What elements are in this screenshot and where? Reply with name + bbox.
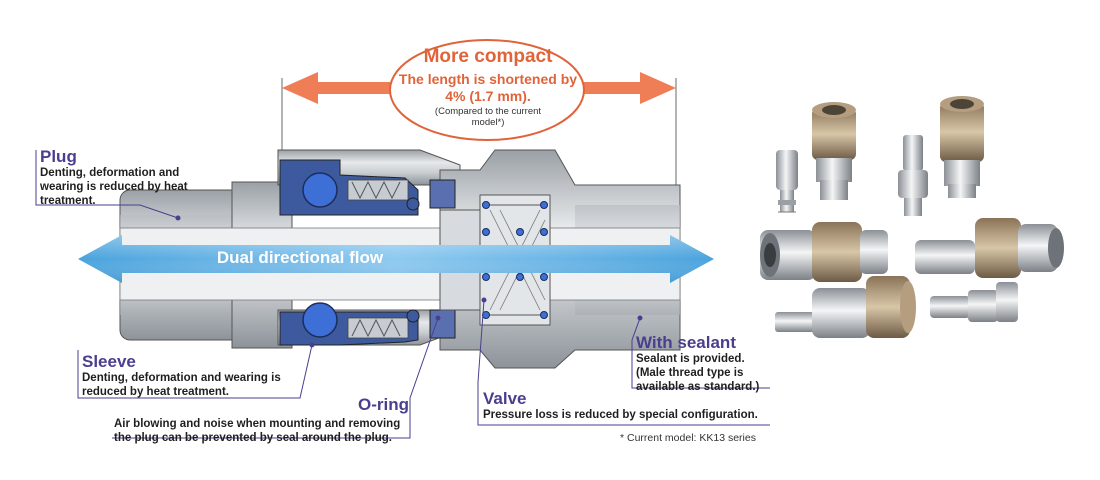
compact-note: (Compared to the current model*) [434, 106, 542, 128]
oring-description: Air blowing and noise when mounting and … [114, 418, 401, 444]
plug-callout: Plug Denting, deformation and wearing is… [40, 148, 270, 208]
photo-socket-1 [812, 102, 856, 200]
compact-bubble [389, 39, 585, 141]
photo-socket-2 [940, 96, 984, 198]
photo-socket-4 [915, 218, 1064, 278]
sealant-description: Sealant is provided. (Male thread type i… [636, 353, 760, 393]
sleeve-title: Sleeve [82, 352, 136, 371]
sealant-title: With sealant [636, 333, 736, 352]
compact-description: The length is shortened by 4% (1.7 mm). [398, 71, 578, 104]
valve-title: Valve [483, 389, 527, 408]
compact-arrow [282, 72, 676, 104]
photo-plug-1 [776, 150, 798, 213]
product-photos [760, 96, 1064, 338]
flow-arrow [78, 235, 714, 283]
flow-label: Dual directional flow [216, 248, 384, 267]
valve-description: Pressure loss is reduced by special conf… [483, 409, 758, 421]
sleeve-description: Denting, deformation and wearing is redu… [82, 372, 281, 398]
sealant-callout: With sealant Sealant is provided. (Male … [636, 334, 786, 394]
photo-plug-3 [930, 282, 1018, 322]
sleeve-seals-bottom [279, 302, 456, 346]
sleeve-seals-top [279, 159, 456, 216]
photo-socket-3 [760, 222, 888, 282]
photo-socket-5 [775, 276, 916, 338]
oring-title: O-ring [358, 395, 409, 414]
footnote: * Current model: KK13 series [620, 432, 756, 444]
plug-title: Plug [40, 147, 77, 166]
compact-title: More compact [423, 46, 553, 67]
photo-plug-2 [898, 135, 928, 216]
oring-callout: O-ring Air blowing and noise when mounti… [114, 396, 409, 445]
sleeve-callout: Sleeve Denting, deformation and wearing … [82, 353, 292, 399]
callout-lines [35, 150, 770, 439]
valve-callout: Valve Pressure loss is reduced by specia… [483, 390, 773, 422]
plug-description: Denting, deformation and wearing is redu… [40, 167, 188, 207]
